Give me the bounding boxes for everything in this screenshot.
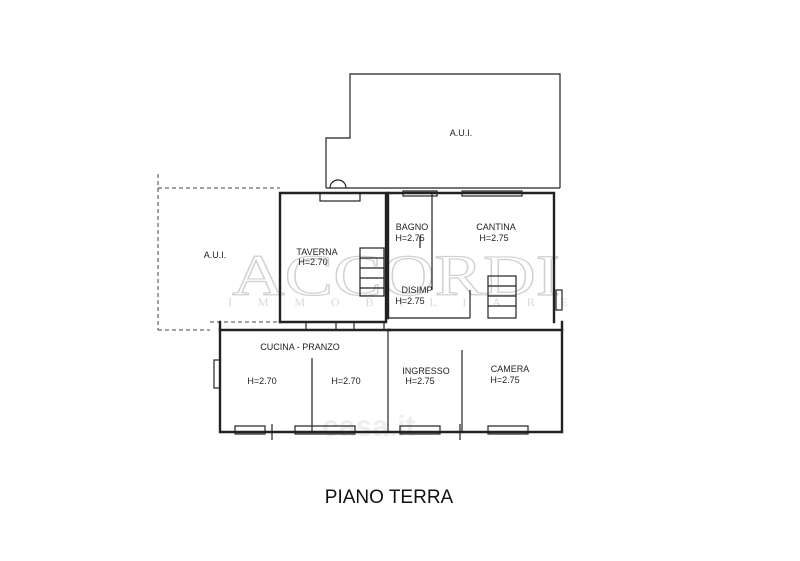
openings [213,190,563,440]
aui-top-label: A.U.I. [450,128,473,138]
disimp-name: DISIMP [401,285,432,295]
aui-left-label: A.U.I. [204,250,227,260]
disimp-height: H=2.75 [395,296,424,306]
plan-title: PIANO TERRA [325,487,454,508]
cucina-name: CUCINA - PRANZO [260,342,340,352]
cantina-height: H=2.75 [479,233,508,243]
cantina-name: CANTINA [476,222,516,232]
interior-walls [311,193,470,432]
cucina-height-left: H=2.70 [247,376,276,386]
camera-height: H=2.75 [490,375,519,385]
taverna-height: H=2.70 [298,257,327,267]
bagno-name: BAGNO [396,222,429,232]
taverna-name: TAVERNA [296,247,337,257]
stairs [359,247,517,319]
room-labels: A.U.I. A.U.I. TAVERNA H=2.70 BAGNO H=2.7… [204,128,530,386]
aui-top-area [325,73,561,189]
ingresso-height: H=2.75 [405,376,434,386]
ingresso-name: INGRESSO [402,366,450,376]
bagno-height: H=2.75 [395,233,424,243]
camera-name: CAMERA [491,364,530,374]
aui-left-area [157,174,280,331]
cucina-height-right: H=2.70 [331,376,360,386]
